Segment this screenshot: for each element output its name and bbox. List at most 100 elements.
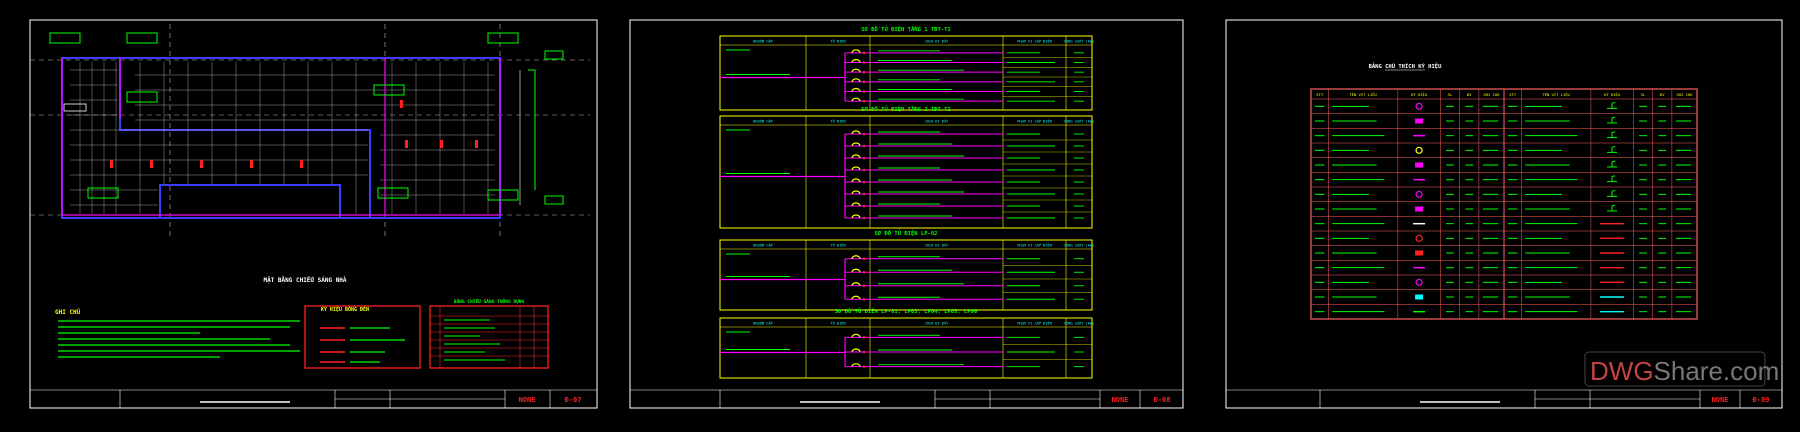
breaker-symbol — [851, 190, 861, 195]
panel-header-cell: TỦ ĐIỆN — [830, 39, 845, 44]
breaker-symbol — [851, 97, 861, 102]
watermark-box — [1584, 351, 1766, 387]
breaker-node — [862, 297, 866, 301]
lamp-legend-box — [304, 305, 421, 369]
breaker-symbol — [851, 268, 861, 273]
breaker-symbol — [851, 49, 861, 53]
symbol-glyph — [1415, 234, 1423, 242]
panel-header-cell: CÁCH ĐI DÂY — [925, 243, 950, 248]
breaker-symbol — [851, 68, 861, 73]
panel-header-cell: CÔNG SUẤT (kW) — [1064, 119, 1094, 124]
notes-title: GHI CHÚ — [55, 309, 81, 316]
panel-header-cell: CÔNG SUẤT (kW) — [1064, 243, 1094, 248]
lamp-legend-items — [320, 327, 405, 363]
breaker-node — [862, 350, 866, 354]
plan-gridlines — [30, 24, 590, 240]
symbol-glyph — [1415, 206, 1424, 212]
symbol-table-header-cell: ĐV — [1660, 92, 1665, 97]
plan-wiring — [61, 58, 501, 216]
breaker-symbol — [851, 255, 861, 259]
symbol-glyph — [1415, 278, 1423, 286]
symbol-table-header-cell: ĐV — [1467, 92, 1472, 97]
panel-header-cell: NGUỒN CẤP — [753, 321, 772, 326]
symbol-glyph — [1607, 116, 1618, 124]
watermark-share: Share.com — [1654, 356, 1780, 386]
symbol-glyph — [1607, 160, 1618, 168]
sheet-1-lighting-plan[interactable]: MẶT BẰNG CHIẾU SÁNG NHÀ GHI CHÚ KÝ HIỆU … — [29, 19, 598, 409]
ceiling-grid — [70, 69, 495, 206]
breaker-symbol — [851, 295, 861, 300]
breaker-node — [862, 90, 866, 93]
panel-title: SƠ ĐỒ TỦ ĐIỆN TẦNG 2 TĐT-T2 — [861, 105, 950, 113]
breaker-node — [862, 192, 866, 196]
panel-header-cell: NGUỒN CẤP — [753, 119, 772, 124]
plan-fixtures — [110, 100, 478, 168]
symbol-table-header-cell: KÝ HIỆU — [1411, 92, 1428, 97]
symbol-glyph — [1607, 175, 1618, 183]
breaker-node — [862, 156, 866, 160]
plan-title: MẶT BẰNG CHIẾU SÁNG NHÀ — [263, 276, 346, 284]
symbol-table-header-cell: TÊN VẬT LIỆU — [1349, 92, 1377, 97]
plan-callouts — [49, 32, 564, 205]
panel-header-cell: TỦ ĐIỆN — [830, 119, 845, 124]
panel-header-cell: CÁCH ĐI DÂY — [925, 39, 950, 44]
symbol-table-header-cell: GHI CHÚ — [1483, 92, 1500, 97]
watermark-dwg: DWG — [1590, 356, 1654, 386]
watermark-brand: DWGShare.com — [1590, 356, 1779, 386]
breaker-symbol — [851, 78, 861, 82]
sheet-3-frame — [1225, 19, 1783, 409]
breaker-node — [862, 365, 866, 368]
breaker-node — [862, 132, 866, 136]
symbol-glyph — [1415, 102, 1423, 110]
sheet-3-title-block — [1226, 389, 1782, 408]
symbol-glyph — [1415, 146, 1423, 154]
symbol-table-header-cell: KÝ HIỆU — [1604, 92, 1621, 97]
symbol-glyph — [1607, 204, 1618, 212]
symbol-glyph — [1415, 294, 1424, 300]
breaker-node — [862, 70, 866, 74]
panel-header-cell: PHẠM VI CẤP ĐIỆN — [1017, 39, 1052, 44]
symbol-glyph — [1607, 145, 1618, 153]
sheet-2-drawing-no: Đ-08 — [1154, 396, 1171, 404]
breaker-symbol — [851, 348, 861, 353]
breaker-node — [862, 270, 866, 274]
symbol-table-header-cell: TÊN VẬT LIỆU — [1542, 92, 1570, 97]
sheet-1-drawing-no: Đ-07 — [565, 396, 582, 404]
ceiling-grid-vertical — [79, 62, 489, 214]
breaker-node — [862, 144, 866, 148]
breaker-symbol — [851, 166, 861, 171]
panel-title: SƠ ĐỒ TỦ ĐIỆN LP-01, LP03, LP04, LP05, L… — [835, 307, 978, 315]
breaker-symbol — [851, 333, 861, 338]
symbol-table-header-cell: STT — [1316, 92, 1324, 97]
panel-header-cell: CÔNG SUẤT (kW) — [1064, 321, 1094, 326]
sheet-3-drawing-no: Đ-09 — [1753, 396, 1770, 404]
breaker-symbol — [851, 154, 861, 159]
sheet-1-title-block — [30, 389, 597, 408]
symbol-glyph — [1607, 101, 1618, 109]
notes-lines — [58, 320, 300, 358]
breaker-node — [862, 51, 866, 55]
panel-header-cell: NGUỒN CẤP — [753, 39, 772, 44]
breaker-node — [862, 257, 866, 261]
sheet-1-scale: NONE — [519, 396, 536, 404]
sheet-2-title-block — [630, 389, 1183, 408]
breaker-node — [862, 99, 866, 103]
sheet-1-frame — [29, 19, 598, 409]
panel-box — [63, 103, 87, 112]
symbol-glyph — [1415, 190, 1423, 198]
breaker-node — [862, 180, 866, 184]
symbol-table-header-cell: SL — [1448, 92, 1453, 97]
panel-table-frame — [719, 35, 1093, 111]
breaker-node — [862, 216, 866, 220]
symbol-glyph — [1607, 131, 1618, 139]
sheet-3-symbol-legend[interactable]: BẢNG CHÚ THÍCH KÝ HIỆU STT TÊN VẬT LIỆU KÝ… — [1225, 19, 1783, 409]
lighting-table-title: BẢNG CHIẾU SÁNG THÔNG DỤNG — [454, 297, 525, 305]
building-walls — [61, 57, 501, 219]
panel-table-frame — [719, 115, 1093, 229]
sheet-3-scale: NONE — [1712, 396, 1729, 404]
symbol-table-header-cell: SL — [1641, 92, 1646, 97]
breaker-symbol — [851, 363, 861, 367]
symbol-table-title: BẢNG CHÚ THÍCH KÝ HIỆU — [1369, 62, 1443, 70]
